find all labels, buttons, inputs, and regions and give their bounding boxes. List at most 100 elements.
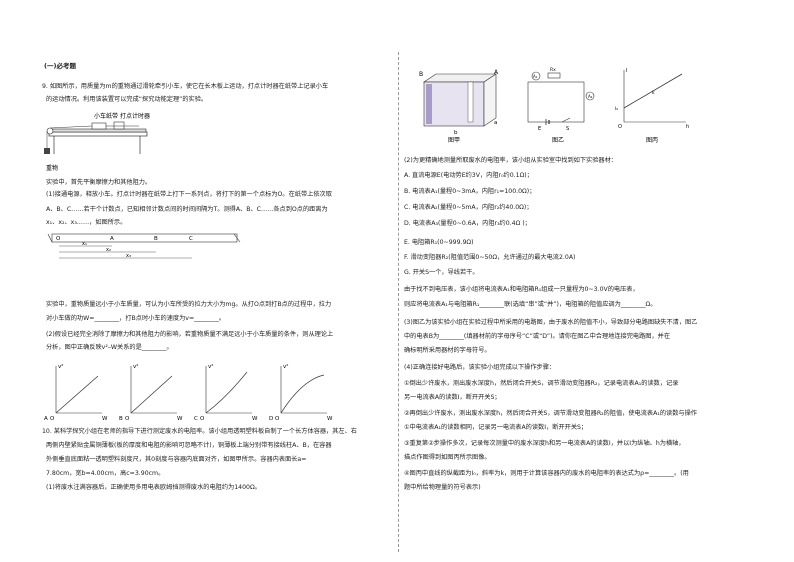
- q10-right-line: ②再倒出少许废水，测出废水深度h，然后闭合开关S，调节滑动变阻器R₂的阻值，使电…: [404, 410, 697, 417]
- q10-right-line: D. 电流表A₃(量程0~0.6A，内阻r₃约0.4Ω )；: [404, 220, 531, 227]
- option-graph-a: v² W O A: [44, 363, 108, 420]
- q10-right-line: 题中所给物理量的符号表示): [404, 484, 481, 491]
- figure-bing-caption: 图丙: [646, 137, 658, 144]
- long-board: [51, 128, 147, 133]
- switch: [561, 117, 571, 123]
- figure-jia-caption: 图甲: [448, 137, 460, 143]
- label-k: k: [652, 90, 655, 96]
- graph-curve: [130, 375, 173, 414]
- x-label: W: [252, 416, 258, 420]
- graph-curve: [55, 375, 99, 414]
- q9-line: 9. 如图所示，用质量为m的重物通过滑轮牵引小车，使它在长木板上运动，打点计时器…: [42, 83, 329, 90]
- option-graph-d: v² W O D: [269, 363, 333, 420]
- circuit-loop: [527, 81, 585, 123]
- timer-device: [113, 121, 125, 130]
- label-a1: A₁: [533, 74, 538, 79]
- data-line: [623, 73, 683, 109]
- label-a2: A₂: [588, 94, 593, 99]
- dim-a: a: [494, 120, 497, 126]
- ruler: [467, 81, 474, 123]
- q10-line: 7.80cm，宽b=4.00cm，高c=3.90cm。: [46, 470, 165, 477]
- x-label: W: [327, 416, 333, 420]
- dim-b: b: [454, 130, 458, 136]
- label-i0: I₀: [615, 106, 618, 112]
- y-label: v²: [208, 363, 213, 370]
- figure-yi-caption: 图乙: [552, 137, 564, 144]
- q9-line: 对小车做的功W=________，打B点时小车的速度为v=________。: [46, 315, 226, 322]
- y-label: v²: [58, 363, 63, 370]
- q10-right-line: F. 滑动变阻器R₂(阻值范围0~50Ω，允许通过的最大电流2.0A): [404, 254, 576, 261]
- terminal-a: A: [494, 69, 499, 76]
- tape-break: [233, 233, 241, 243]
- label-x3: x₃: [126, 253, 131, 259]
- label-s: S: [566, 126, 569, 132]
- tape-label: 纸带: [106, 112, 118, 120]
- q10-right-line: (3)图乙为该实验小组在实验过程中所采用的电路图，由于废水的阻值不小，导致部分电…: [404, 319, 698, 326]
- label-x1: x₁: [82, 241, 87, 247]
- q10-right-line: B. 电流表A₁(量程0~3mA，内阻r₁=100.0Ω)；: [404, 188, 536, 195]
- y-label: v²: [283, 363, 288, 370]
- q10-right-line: ③重复第②步操作多次，记录每次测量中的废水深度h和另一电流表A的读数I，并以I为…: [404, 440, 685, 447]
- point-a: A: [110, 236, 114, 242]
- q9-line: (2)假设已经完全消除了摩擦力和其他阻力的影响，若重物质量不满足远小于小车质量的…: [46, 331, 334, 338]
- terminal-b: B: [419, 71, 423, 78]
- q10-right-line: C. 电流表A₂(量程0~5mA，内阻r₂约40.0Ω)；: [404, 204, 533, 211]
- option-label: A: [44, 416, 48, 420]
- graph-curve: [280, 374, 325, 414]
- q10-right-line: E. 电阻箱R₁(0~999.9Ω): [404, 239, 474, 246]
- q10-line: 10. 某科学探究小组在老师的指导下进行测定废水的电阻率。该小组用透明塑料板自制…: [42, 428, 357, 435]
- option-label: B: [119, 416, 123, 420]
- section-heading: (一)必考题: [44, 62, 76, 70]
- q10-right-line: 描点作图得到如图丙所示图像。: [404, 454, 491, 461]
- column-divider: [398, 52, 399, 552]
- figure-yi: A₁ Rx A₂ E S 图乙: [527, 67, 595, 144]
- tape-strip: [51, 233, 238, 243]
- point-o: O: [56, 236, 61, 242]
- q10-right-line: 确标明所采用器材的字母符号。: [404, 347, 491, 354]
- origin: O: [618, 124, 622, 130]
- q10-right-line: ①中电流表A₁的读数相同，记录另一电流表A的读数I，断开开关S；: [404, 424, 588, 431]
- q9-line: x₁、x₂、x₃……，如图所示。: [46, 219, 127, 226]
- axis-i: I: [626, 68, 627, 74]
- left-copper-plate: [426, 84, 432, 124]
- q10-right-line: ①倒出少许废水，测出废水深度h，然后闭合开关S，调节滑动变阻器R₂，记录电流表A…: [404, 380, 679, 387]
- q9-line: (1)接通电源，释放小车。打点计时器在纸带上打下一系列点，将打下的第一个点标为O…: [46, 191, 332, 198]
- q10-right-line: (4)正确连接好电路后，该实验小组完成以下操作步骤：: [404, 364, 556, 371]
- apparatus-figure: 小车 纸带 打点计时器 重物: [44, 112, 150, 172]
- q10-right-line: 中的电表B为________(填器材前的字母序号“C”或“D”)。请你在图乙中合…: [404, 333, 671, 340]
- box-top: [423, 73, 497, 83]
- q9-line: 实验中，重物质量远小于小车质量，可认为小车所受的拉力大小为mg。从打O点到打B点…: [46, 301, 332, 308]
- q10-right-line: ④图丙中直线的纵截距为I₀，斜率为k，则用于计算该容器内的废水的电阻率的表达式为…: [404, 470, 689, 477]
- figure-jia: B A b a 图甲: [419, 69, 499, 143]
- origin-label: O: [125, 416, 130, 420]
- label-rx: Rx: [550, 67, 556, 73]
- x-label: W: [102, 416, 108, 420]
- label-x2: x₂: [106, 247, 111, 253]
- string: [49, 125, 93, 129]
- resistor-rx: [547, 72, 561, 79]
- q10-right-line: G. 开关S一个，导线若干。: [404, 269, 479, 276]
- tape-figure: O A B C x₁ x₂ x₃: [47, 233, 241, 259]
- tape-break: [47, 233, 53, 243]
- option-graphs: v² W O A v² W O B v² W O C v²: [44, 363, 333, 420]
- origin-label: O: [200, 416, 205, 420]
- timer-label: 打点计时器: [120, 112, 150, 120]
- box-front: [423, 81, 485, 127]
- origin-label: O: [275, 416, 280, 420]
- point-b: B: [154, 236, 158, 242]
- q10-line: 两侧内壁紧贴金属铜薄板(板的厚度和电阻的影响可忽略不计)，铜薄板上端分别带有接线…: [46, 442, 332, 449]
- cart: [91, 122, 107, 130]
- q10-right-line: 另一电流表A的读数I，断开开关S；: [404, 394, 501, 401]
- car-label: 小车: [94, 112, 106, 120]
- q9-line: 的运动情况。利用该装置可以完成“探究动能定理”的实验。: [46, 96, 208, 103]
- q9-line: A、B、C……若干个计数点，已知相邻计数点间的时间间隔为T。测得A、B、C……各…: [46, 206, 328, 213]
- graph-curve: [205, 371, 248, 414]
- ammeter-a2: [585, 91, 595, 101]
- y-label: v²: [133, 363, 138, 370]
- q9-line: 实验中，首先平衡摩擦力和其他阻力。: [46, 179, 152, 186]
- origin-label: O: [50, 416, 55, 420]
- figure-bing: I I₀ k O h 图丙: [615, 68, 689, 144]
- ammeter-a1: [531, 71, 541, 81]
- label-e: E: [538, 126, 541, 132]
- pulley: [46, 127, 54, 135]
